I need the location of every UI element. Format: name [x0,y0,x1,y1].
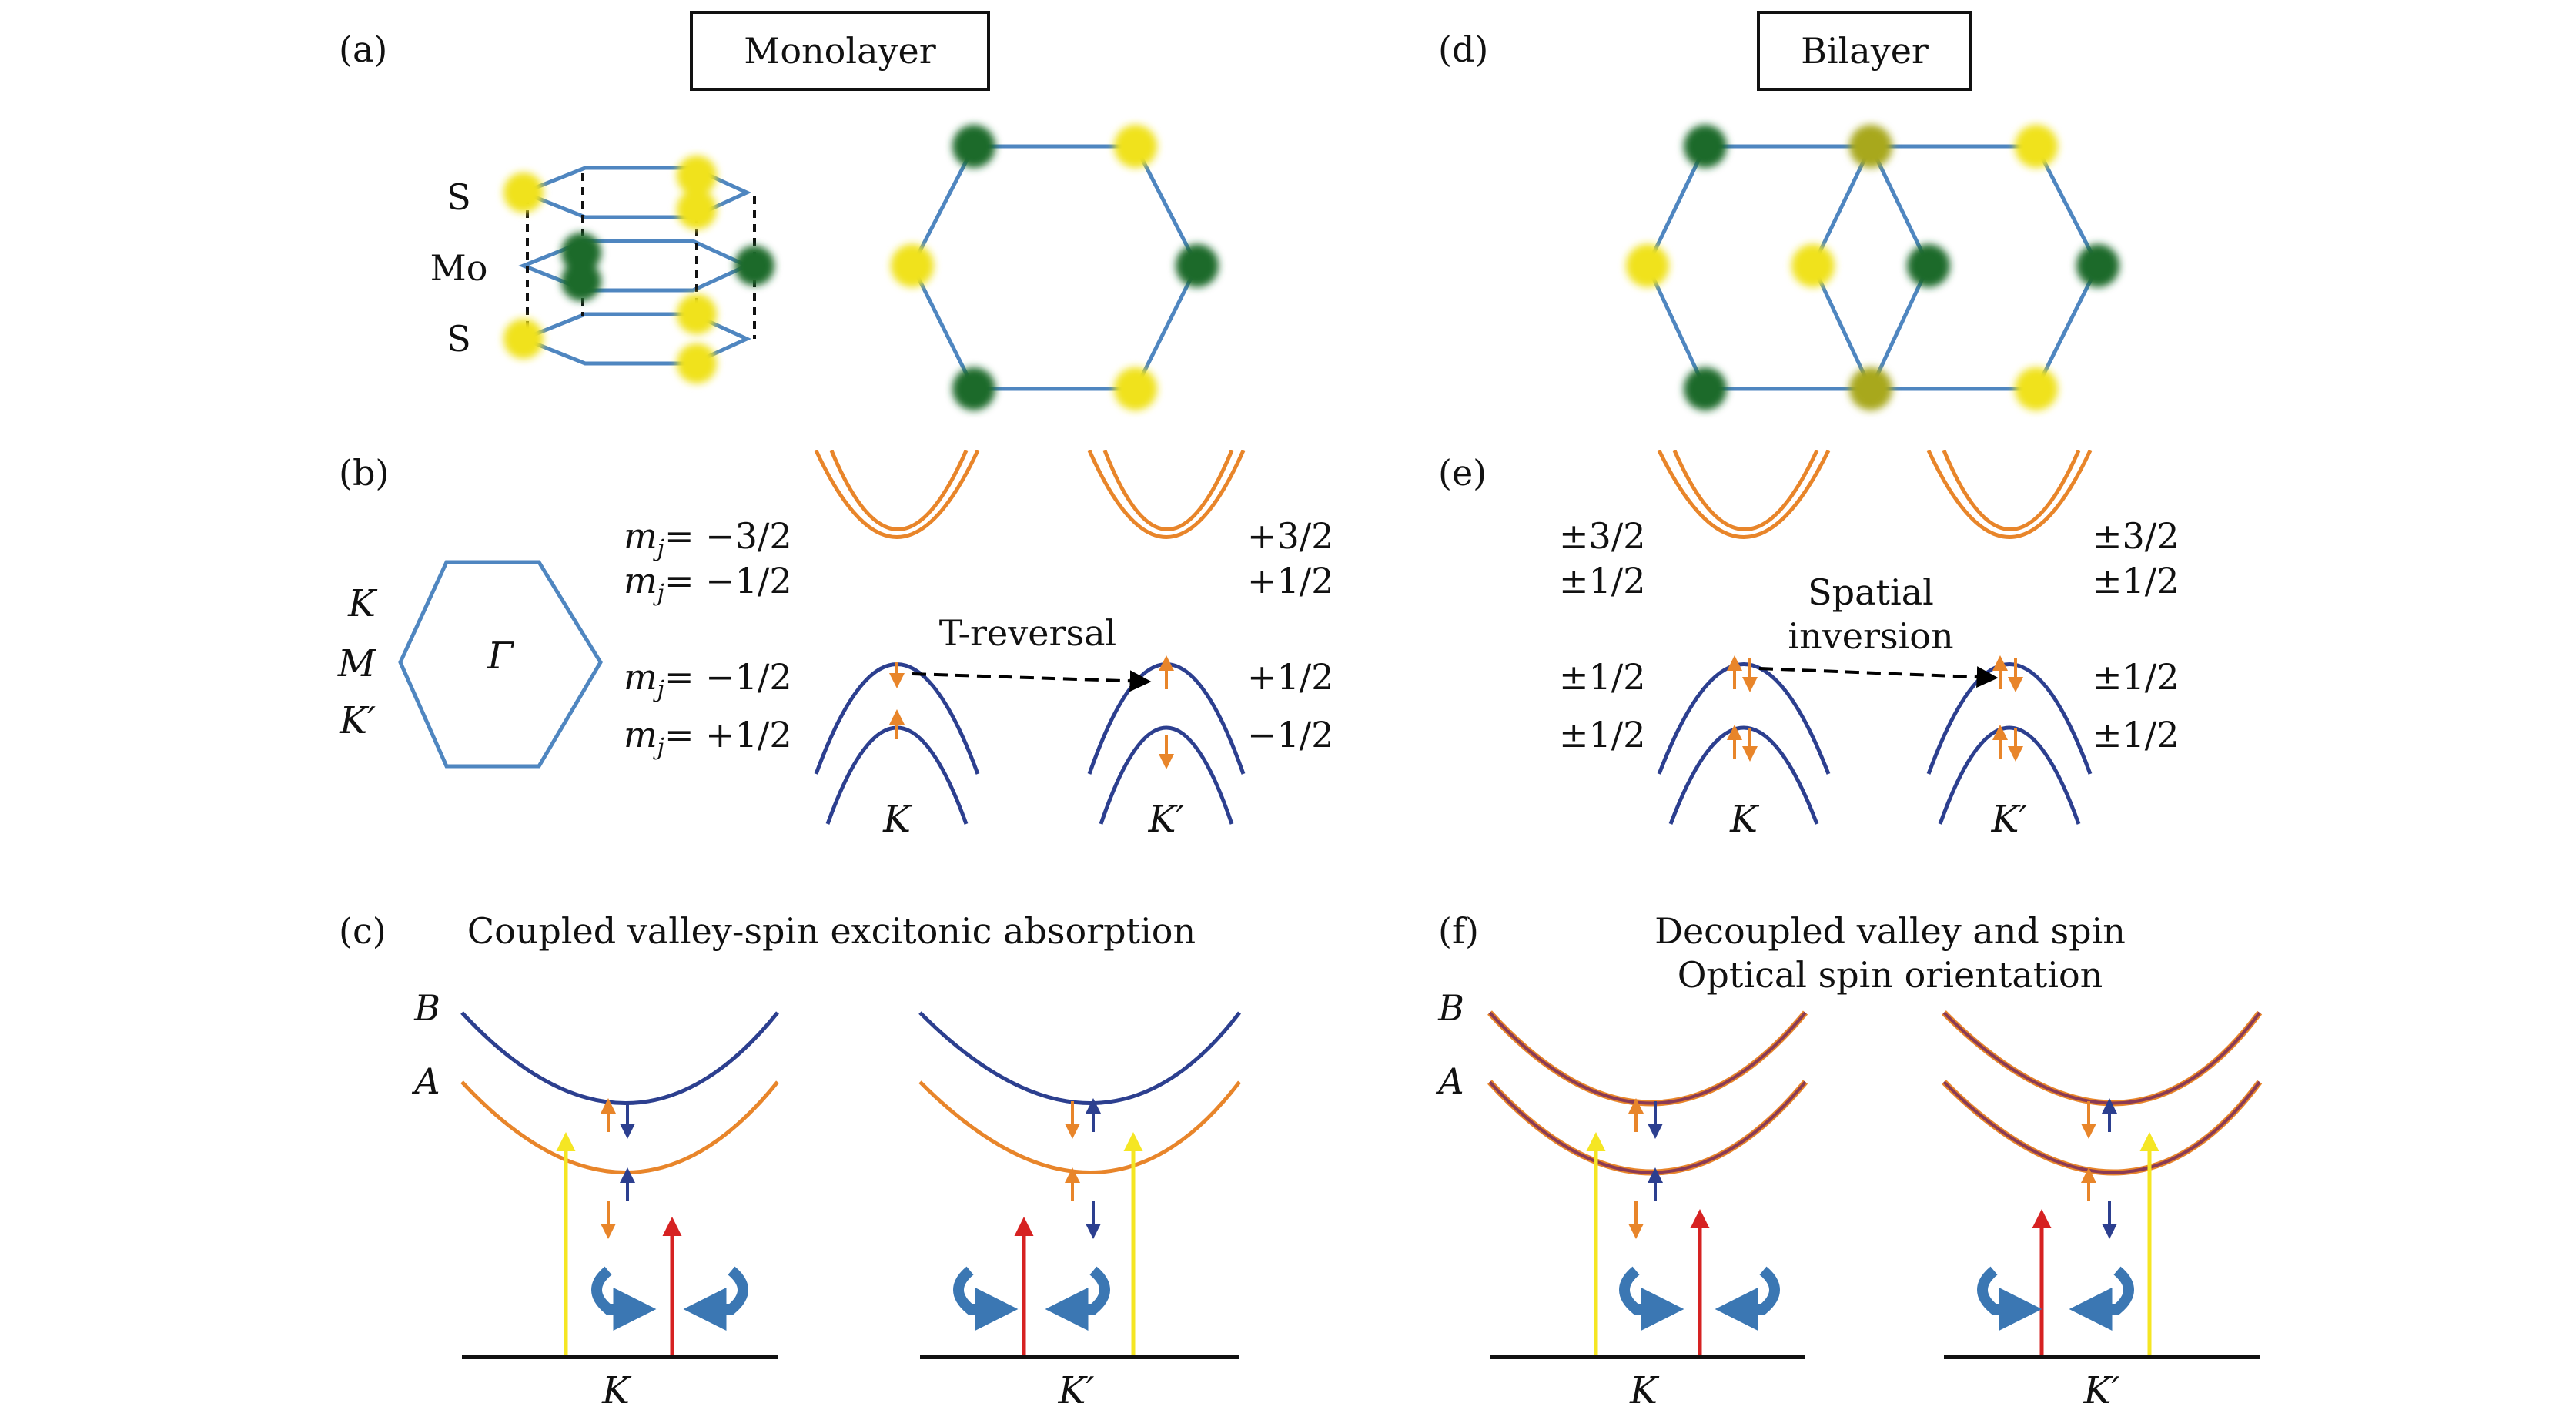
panel-f-label: (f) [1438,910,1479,952]
svg-text:±1/2: ±1/2 [2093,656,2180,698]
spatial-inversion-text-2: inversion [1788,615,1953,657]
panel-f-valley-k-prime: K′ [1942,1010,2263,1410]
panel-c-valley-k-prime: K′ [918,1011,1241,1410]
spatial-inversion-text-1: Spatial [1808,571,1934,613]
spin-arrows-b [889,655,1174,769]
atom-label-s-bottom: S [447,318,471,360]
svg-text:±3/2: ±3/2 [1559,515,1646,557]
panel-b-label: (b) [339,452,389,494]
panel-e: (e) ±3/2 ±1/2 ±1/2 ±1/2 ±3/2 ±1/2 ±1/2 ±… [1438,449,2180,841]
svg-text:±1/2: ±1/2 [1559,656,1646,698]
valley-k-b: K [882,798,913,841]
band-label-a-f: A [1435,1060,1464,1102]
panel-f: (f) Decoupled valley and spin Optical sp… [1435,910,2263,1410]
valley-k-c: K [601,1369,632,1410]
bz-center-gamma: Γ [487,635,514,678]
conduction-bands-e [1657,449,2093,539]
bilayer-atoms [1626,125,2119,410]
mj-labels-right: +3/2 +1/2 +1/2 −1/2 [1247,515,1334,755]
t-reversal-text: T-reversal [939,612,1116,654]
conduction-bands-b [814,449,1246,539]
bilayer-title: Bilayer [1801,30,1929,72]
prism-atoms [503,156,774,383]
panel-b: (b) K M K′ Γ mj= −3/2 mj= −1/2 mj= −1/2 … [337,449,1334,841]
e-labels-right: ±3/2 ±1/2 ±1/2 ±1/2 [2093,515,2180,755]
mj-labels-left: mj= −3/2 mj= −1/2 mj= −1/2 mj= +1/2 [624,515,792,761]
panel-f-title-2: Optical spin orientation [1678,954,2103,996]
bilayer-hexagons [1645,144,2100,391]
panel-f-valley-k: K [1487,1010,1808,1410]
bilayer-title-box [1757,11,1972,91]
band-label-b-f: B [1437,987,1464,1029]
spatial-inversion-arrow [1758,666,1999,688]
band-label-a-c: A [411,1060,440,1102]
valence-bands-e [1657,662,2093,825]
monolayer-hexagon [910,144,1199,391]
bz-point-k: K [347,582,378,625]
svg-text:±1/2: ±1/2 [1559,560,1646,601]
bz-point-m: M [337,642,377,685]
panel-c: (c) Coupled valley-spin excitonic absorp… [339,910,1241,1410]
monolayer-title-box [690,11,990,91]
mj-label-2: mj= −1/2 [624,560,792,607]
panel-c-title: Coupled valley-spin excitonic absorption [467,910,1196,952]
prism-structure [518,166,752,366]
panel-a-label: (a) [339,28,387,70]
e-labels-left: ±3/2 ±1/2 ±1/2 ±1/2 [1559,515,1646,755]
panel-d-label: (d) [1438,28,1488,70]
mj-right-2: +1/2 [1247,560,1334,601]
mj-label-3: mj= −1/2 [624,656,792,703]
monolayer-title: Monolayer [744,30,935,72]
mj-right-4: −1/2 [1247,714,1334,755]
svg-text:±1/2: ±1/2 [2093,714,2180,755]
atom-label-s-top: S [447,176,471,218]
panel-c-valley-k: K [460,1011,779,1410]
band-label-b-c: B [413,987,440,1029]
t-reversal-arrow [912,670,1152,692]
valley-k-prime-f: K′ [2083,1369,2120,1410]
valley-k-prime-c: K′ [1058,1369,1095,1410]
atom-label-mo: Mo [430,247,488,289]
valley-k-e: K [1729,798,1760,841]
panel-c-label: (c) [339,910,386,952]
mj-right-3: +1/2 [1247,656,1334,698]
panel-a: (a) Monolayer S Mo S [339,11,1219,410]
mj-label-1: mj= −3/2 [624,515,792,562]
spin-arrows-e [1727,655,2023,762]
svg-text:±1/2: ±1/2 [2093,560,2180,601]
svg-text:±3/2: ±3/2 [2093,515,2180,557]
valley-k-f: K [1629,1369,1660,1410]
panel-f-title-1: Decoupled valley and spin [1654,910,2126,952]
bz-point-k-prime: K′ [339,699,376,742]
panel-d: (d) Bilayer [1438,11,2119,410]
valley-k-prime-b: K′ [1148,798,1185,841]
mj-label-4: mj= +1/2 [624,714,792,761]
valley-k-prime-e: K′ [1991,798,2028,841]
brillouin-zone [398,560,603,769]
mj-right-1: +3/2 [1247,515,1334,557]
panel-e-label: (e) [1438,452,1487,494]
monolayer-atoms [891,125,1219,410]
svg-text:±1/2: ±1/2 [1559,714,1646,755]
